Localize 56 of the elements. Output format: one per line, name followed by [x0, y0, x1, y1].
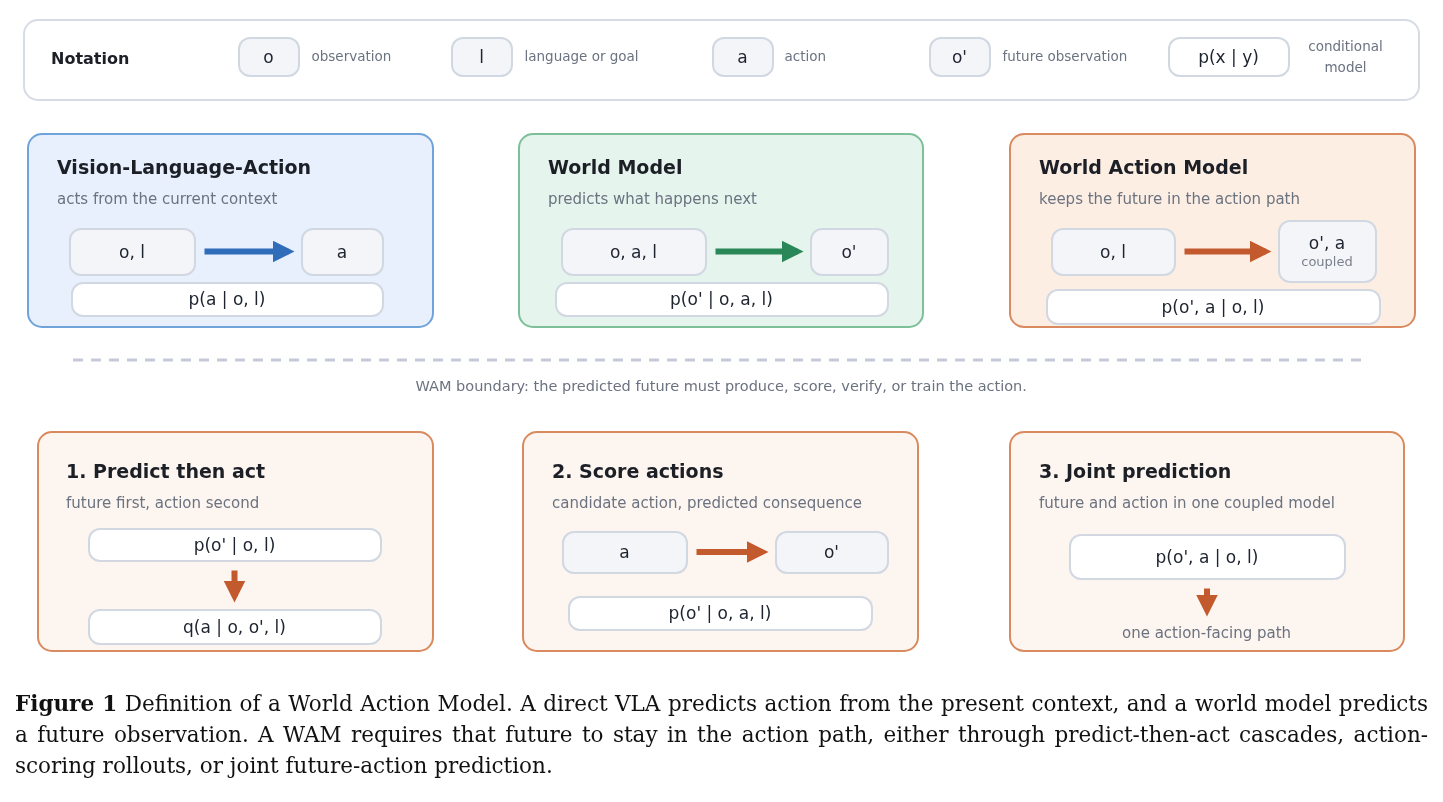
symbol-chip: o': [928, 36, 991, 77]
card-title: 1. Predict then act: [66, 459, 266, 483]
formula-bar: p(o' | o, a, l): [554, 281, 889, 317]
card-subtitle: predicts what happens next: [548, 189, 757, 209]
formula-bar: p(o' | o, l): [87, 527, 382, 562]
arrow: [223, 570, 246, 603]
panel-card: [27, 133, 434, 328]
panel-card: [522, 431, 919, 652]
formula-bar: p(o', a | o, l): [1045, 288, 1381, 325]
card-title: Vision-Language-Action: [57, 155, 312, 179]
symbol-chip: a: [300, 227, 384, 276]
arrow: [1196, 588, 1218, 617]
formula-bar: p(o', a | o, l): [1068, 533, 1346, 580]
notation-description: future observation: [1002, 47, 1128, 66]
arrow: [696, 541, 769, 563]
card-subtitle: future first, action second: [66, 493, 260, 513]
panel-card: [518, 133, 924, 328]
symbol-chip: o, l: [1050, 227, 1176, 276]
card-subtitle: future and action in one coupled model: [1039, 493, 1335, 513]
symbol-chip: o, a, l: [560, 227, 707, 276]
symbol-chip: [1277, 219, 1377, 283]
notation-description: action: [784, 47, 827, 66]
notation-panel: [23, 19, 1420, 101]
symbol-chip: o: [237, 36, 300, 77]
formula-chip: p(x | y): [1167, 36, 1290, 77]
formula-bar: p(a | o, l): [70, 281, 384, 317]
boundary-note: WAM boundary: the predicted future must produce, score, verify, or train the action.: [415, 377, 1027, 396]
formula-bar: q(a | o, o', l): [87, 608, 382, 645]
symbol-chip: o': [809, 227, 889, 276]
panel-card: [1009, 133, 1416, 328]
arrow: [1184, 240, 1272, 263]
card-title: World Model: [548, 155, 683, 179]
notation-description: observation: [311, 47, 392, 66]
card-subtitle: keeps the future in the action path: [1039, 189, 1300, 209]
notation-description: conditional model: [1307, 36, 1384, 77]
symbol-chip: o': [774, 530, 889, 574]
card-title: 2. Score actions: [552, 459, 724, 483]
card-title: World Action Model: [1039, 155, 1249, 179]
symbol-chip: l: [450, 36, 513, 77]
formula-bar: p(o' | o, a, l): [567, 595, 873, 631]
figure-caption: Figure 1 Definition of a World Action Model. A direct VLA predicts action from the present context, and a world model predicts a future observation. A WAM requires that future to stay in the action path, either through predict-then-act cascades, action-scoring rollouts, or joint future-action prediction.: [15, 690, 1428, 780]
panel-card: [37, 431, 434, 652]
arrow: [715, 240, 804, 263]
chip-note: coupled: [1301, 252, 1353, 270]
notation-description: language or goal: [524, 47, 639, 66]
panel-card: [1009, 431, 1405, 652]
chip-label: o', a: [1308, 232, 1346, 253]
symbol-chip: a: [711, 36, 774, 77]
outcome-text: one action-facing path: [1122, 622, 1292, 643]
card-title: 3. Joint prediction: [1039, 459, 1232, 483]
symbol-chip: o, l: [68, 227, 196, 276]
card-subtitle: acts from the current context: [57, 189, 278, 209]
notation-heading: Notation: [51, 49, 130, 69]
card-subtitle: candidate action, predicted consequence: [552, 493, 863, 513]
symbol-chip: a: [561, 530, 688, 574]
arrow: [204, 240, 295, 263]
